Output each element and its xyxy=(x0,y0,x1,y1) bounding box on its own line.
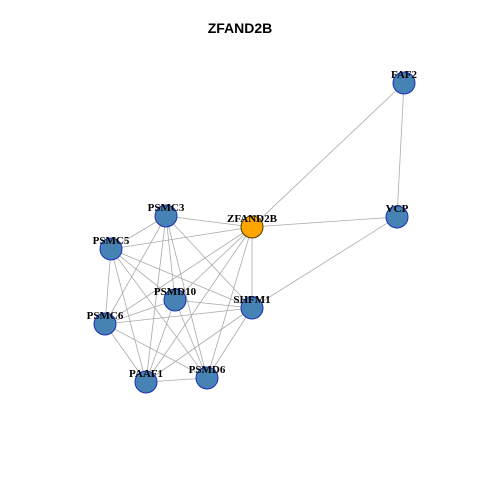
node-circle-faf2[interactable] xyxy=(392,71,416,95)
edge-psmc3-paaf1 xyxy=(145,215,167,383)
node-shfm1[interactable]: SHFM1 xyxy=(233,294,271,320)
node-circle-vcp[interactable] xyxy=(385,205,409,229)
edge-faf2-zfand2b xyxy=(251,82,405,228)
edge-vcp-zfand2b xyxy=(251,216,398,228)
node-label-shfm1: SHFM1 xyxy=(233,294,270,306)
edge-zfand2b-psmc5 xyxy=(110,226,253,250)
edges-layer xyxy=(104,82,405,383)
edge-zfand2b-psmd10 xyxy=(174,226,253,301)
edge-psmc3-shfm1 xyxy=(165,215,253,309)
node-psmc5[interactable]: PSMC5 xyxy=(93,235,130,261)
edge-zfand2b-psmd6 xyxy=(206,226,253,379)
edge-psmd10-psmd6 xyxy=(174,299,208,379)
node-label-faf2: FAF2 xyxy=(391,69,418,81)
edge-psmc3-psmd6 xyxy=(165,215,208,379)
node-circle-psmd10[interactable] xyxy=(163,288,187,312)
edge-shfm1-paaf1 xyxy=(145,307,253,383)
edge-vcp-shfm1 xyxy=(251,216,398,309)
node-label-vcp: VCP xyxy=(386,203,409,215)
node-vcp[interactable]: VCP xyxy=(385,203,409,229)
node-label-psmc6: PSMC6 xyxy=(87,310,124,322)
node-label-psmd6: PSMD6 xyxy=(189,364,226,376)
edge-psmc5-psmd6 xyxy=(110,248,208,379)
edge-psmc3-psmc6 xyxy=(104,215,167,325)
edge-psmc6-psmd6 xyxy=(104,323,208,379)
node-psmd10[interactable]: PSMD10 xyxy=(154,286,197,312)
edge-psmc6-paaf1 xyxy=(104,323,147,383)
node-label-paaf1: PAAF1 xyxy=(129,368,163,380)
node-label-psmc3: PSMC3 xyxy=(148,202,185,214)
node-psmc6[interactable]: PSMC6 xyxy=(87,310,124,336)
node-label-psmd10: PSMD10 xyxy=(154,286,197,298)
node-zfand2b[interactable]: ZFAND2B xyxy=(227,213,278,239)
node-circle-psmc5[interactable] xyxy=(99,237,123,261)
node-faf2[interactable]: FAF2 xyxy=(391,69,418,95)
edge-psmc5-psmd10 xyxy=(110,248,176,301)
edge-shfm1-psmd6 xyxy=(206,307,253,379)
edge-psmc3-psmd10 xyxy=(165,215,176,301)
edge-psmd10-psmc6 xyxy=(104,299,176,325)
edge-zfand2b-psmc3 xyxy=(165,215,253,228)
node-circle-psmd6[interactable] xyxy=(195,366,219,390)
edge-zfand2b-paaf1 xyxy=(145,226,253,383)
node-circle-shfm1[interactable] xyxy=(240,296,264,320)
node-circle-psmc3[interactable] xyxy=(154,204,178,228)
edge-psmc5-shfm1 xyxy=(110,248,253,309)
node-label-zfand2b: ZFAND2B xyxy=(227,213,278,225)
node-paaf1[interactable]: PAAF1 xyxy=(129,368,163,394)
node-circle-psmc6[interactable] xyxy=(93,312,117,336)
edge-zfand2b-psmc6 xyxy=(104,226,253,325)
node-circle-paaf1[interactable] xyxy=(134,370,158,394)
node-label-psmc5: PSMC5 xyxy=(93,235,130,247)
edge-psmc5-psmc6 xyxy=(104,248,112,325)
edge-faf2-vcp xyxy=(396,82,405,218)
node-psmd6[interactable]: PSMD6 xyxy=(189,364,226,390)
edge-psmc5-paaf1 xyxy=(110,248,147,383)
edge-shfm1-psmc6 xyxy=(104,307,253,325)
node-psmc3[interactable]: PSMC3 xyxy=(148,202,185,228)
node-circle-zfand2b[interactable] xyxy=(240,215,264,239)
plot-title: ZFAND2B xyxy=(207,20,273,36)
edge-psmd10-paaf1 xyxy=(145,299,176,383)
edge-psmd10-shfm1 xyxy=(174,299,253,309)
